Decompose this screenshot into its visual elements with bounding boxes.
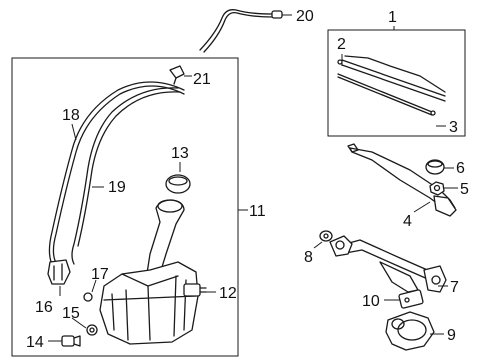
callout-16: 16 xyxy=(35,299,53,316)
callout-7: 7 xyxy=(450,279,459,296)
wiper-linkage-pivot-right xyxy=(423,265,447,293)
wiper-motor-gear-cover xyxy=(397,319,427,341)
rear-washer-hose-inner xyxy=(203,12,273,53)
callout-4: 4 xyxy=(403,213,412,230)
callout-12: 12 xyxy=(219,285,237,302)
pump-seal xyxy=(86,324,98,336)
washer-motor xyxy=(61,335,75,347)
washer-hose-short xyxy=(71,87,179,265)
callout-6: 6 xyxy=(456,160,465,177)
bracket-bolt-hole xyxy=(404,297,410,303)
refill-end-cap xyxy=(430,110,436,116)
leader-18 xyxy=(71,123,77,141)
leader-8 xyxy=(313,241,323,249)
callout-19: 19 xyxy=(108,179,126,196)
clamp-ring xyxy=(83,292,93,302)
callout-20: 20 xyxy=(296,8,314,25)
wiper-blade-refill xyxy=(337,73,433,116)
pump-seal-inner xyxy=(89,327,95,333)
hose-connector xyxy=(271,10,283,19)
callout-15: 15 xyxy=(62,305,80,322)
callout-3: 3 xyxy=(449,119,458,136)
washer-pump-outlet xyxy=(199,287,207,293)
hose-joint-connector xyxy=(169,65,185,79)
pivot-right-shaft xyxy=(431,275,441,285)
callout-18: 18 xyxy=(62,107,80,124)
pivot-grommet xyxy=(319,230,333,242)
callout-17: 17 xyxy=(91,266,109,283)
arm-nut-hole xyxy=(433,184,441,192)
hose-clip xyxy=(47,259,71,285)
callout-9: 9 xyxy=(447,327,456,344)
wiper-motor-end xyxy=(391,318,405,330)
wiper-blade xyxy=(341,59,446,102)
callout-10: 10 xyxy=(362,293,380,310)
pivot-left-shaft xyxy=(335,240,345,250)
washer-pump xyxy=(183,283,201,297)
wiper-arm-tip xyxy=(347,143,359,153)
rear-washer-hose xyxy=(199,9,273,51)
leader-4 xyxy=(413,201,431,213)
reservoir-cap-ridge xyxy=(168,176,188,186)
callout-1: 1 xyxy=(388,9,397,26)
hose-clip-detail xyxy=(53,263,63,281)
leader-17 xyxy=(91,279,97,293)
pivot-grommet-hole xyxy=(323,233,329,239)
blade-end-cap xyxy=(337,59,343,65)
washer-motor-terminal xyxy=(73,335,81,347)
motor-bracket-plate xyxy=(398,289,424,309)
washer-hose-long xyxy=(48,81,185,269)
arm-cap-top xyxy=(427,160,443,168)
hose-joint-connector-stem xyxy=(173,77,177,85)
wiper-arm-base xyxy=(433,195,457,217)
washer-hose-short-inner xyxy=(77,91,181,247)
washer-reservoir-group-frame xyxy=(11,57,239,357)
callout-21: 21 xyxy=(193,71,211,88)
wiper-linkage-pivot-left xyxy=(329,235,353,257)
wiper-blade-spoiler xyxy=(344,55,446,93)
callout-2: 2 xyxy=(337,36,346,53)
callout-13: 13 xyxy=(171,145,189,162)
callout-5: 5 xyxy=(460,181,469,198)
wiper-motor xyxy=(385,311,435,351)
filler-neck-opening xyxy=(157,199,183,213)
washer-reservoir-top xyxy=(121,273,179,341)
washer-reservoir-ribs xyxy=(103,275,197,341)
reservoir-cap xyxy=(165,174,191,194)
callout-14: 14 xyxy=(26,334,44,351)
callout-11: 11 xyxy=(249,203,266,220)
arm-nut xyxy=(429,181,445,196)
callout-8: 8 xyxy=(304,249,313,266)
leader-15 xyxy=(71,317,87,329)
washer-hose-long-inner xyxy=(52,85,185,267)
wiper-blade-group-frame xyxy=(327,29,466,137)
